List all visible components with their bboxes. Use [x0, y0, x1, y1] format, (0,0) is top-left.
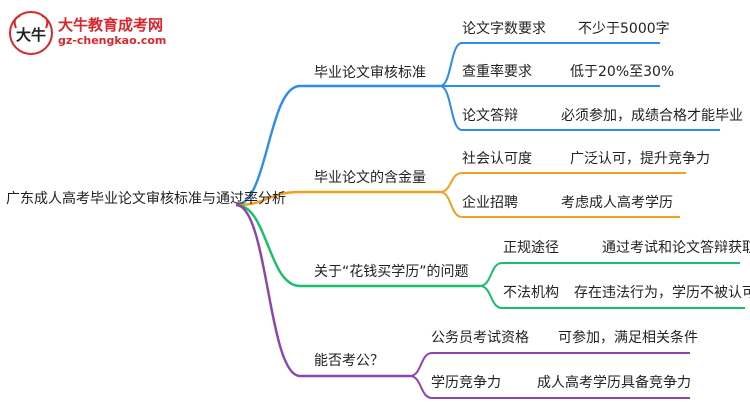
leaf-connector-2-0: [479, 262, 503, 287]
branch-connector-0: [235, 84, 301, 207]
leaf-recruiting: 企业招聘: [462, 195, 518, 211]
brand-name: 大牛教育成考网: [58, 16, 164, 34]
bull-logo-icon: 大牛: [9, 11, 53, 55]
leaf-exam-eligibility-detail: 可参加，满足相关条件: [558, 330, 698, 346]
root-node: 广东成人高考毕业论文审核标准与通过率分析: [6, 191, 286, 207]
leaf-illegal-agency-detail: 存在违法行为，学历不被认可: [574, 285, 750, 301]
leaf-connector-2-1: [479, 285, 503, 309]
leaf-connector-0-0: [439, 42, 463, 87]
leaf-legit-path-detail: 通过考试和论文答辩获取: [602, 240, 750, 256]
leaf-plagiarism-detail: 低于20%至30%: [570, 64, 675, 80]
leaf-connector-1-0: [439, 172, 463, 193]
leaf-defense: 论文答辩: [462, 108, 518, 124]
brand-url: gz-chengkao.com: [58, 34, 167, 47]
leaf-recognition: 社会认可度: [462, 151, 532, 167]
branch-connector-2: [235, 203, 301, 288]
leaf-word-count: 论文字数要求: [462, 21, 546, 37]
leaf-plagiarism: 查重率要求: [462, 64, 532, 80]
leaf-recruiting-detail: 考虑成人高考学历: [561, 195, 673, 211]
leaf-legit-path: 正规途径: [503, 240, 559, 256]
branch-connector-3: [235, 203, 301, 378]
leaf-connector-0-2: [439, 85, 463, 131]
leaf-defense-detail: 必须参加，成绩合格才能毕业: [561, 108, 743, 124]
leaf-competitiveness-detail: 成人高考学历具备竞争力: [537, 375, 691, 391]
branch-buy-degree: 关于“花钱买学历”的问题: [314, 264, 469, 280]
leaf-connector-3-0: [409, 352, 433, 377]
branch-connector-1: [235, 190, 301, 207]
leaf-competitiveness: 学历竞争力: [431, 375, 501, 391]
watermark-logo: 大牛 大牛教育成考网 gz-chengkao.com: [8, 10, 208, 58]
branch-civil-service: 能否考公？: [314, 353, 384, 369]
leaf-connector-3-1: [409, 375, 433, 399]
branch-audit-standards: 毕业论文审核标准: [314, 65, 426, 81]
leaf-illegal-agency: 不法机构: [503, 285, 559, 301]
leaf-word-count-detail: 不少于5000字: [578, 21, 670, 37]
branch-value: 毕业论文的含金量: [314, 170, 426, 186]
leaf-connector-1-1: [439, 191, 463, 218]
leaf-recognition-detail: 广泛认可，提升竞争力: [570, 151, 710, 167]
leaf-exam-eligibility: 公务员考试资格: [431, 330, 529, 346]
logo-glyphs: 大牛: [16, 26, 46, 44]
